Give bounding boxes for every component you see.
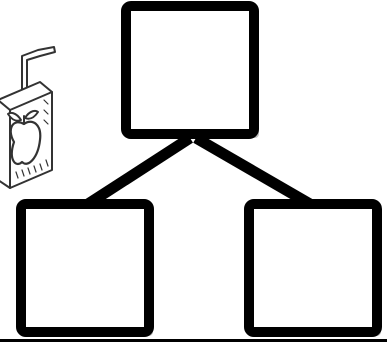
root-node (126, 6, 259, 138)
edge-root-right (196, 138, 310, 204)
tree-edges (88, 138, 310, 204)
bottom-border-line (0, 339, 387, 342)
left-child-node (21, 204, 153, 336)
right-child-node (249, 204, 381, 336)
juice-box-icon (0, 47, 55, 188)
edge-root-left (88, 138, 190, 204)
